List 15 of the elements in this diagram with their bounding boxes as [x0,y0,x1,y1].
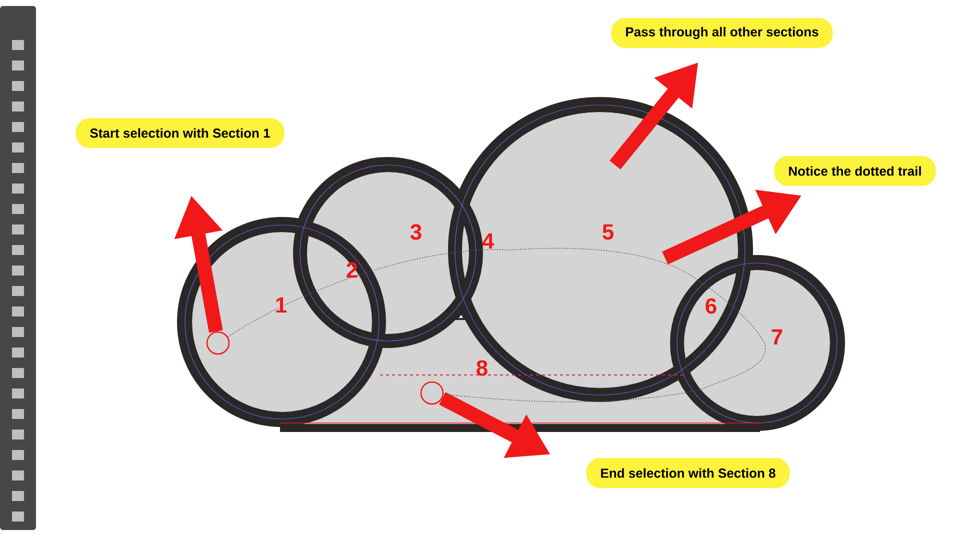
section-number: 2 [346,262,358,278]
section-number: 1 [276,297,287,313]
callout-label: Notice the dotted trail [774,156,936,186]
section-number: 3 [410,224,422,240]
section-number: 7 [772,329,782,345]
callout-label: End selection with Section 8 [586,458,790,488]
selection-circle [420,381,444,405]
dotted-trail [227,248,766,402]
section-number: 4 [482,233,494,249]
selection-circle [206,331,230,355]
callout-label: Start selection with Section 1 [76,118,284,148]
section-number: 8 [476,360,488,376]
section-number: 5 [602,224,614,240]
callout-label: Pass through all other sections [611,18,833,48]
section-number: 6 [706,298,716,314]
